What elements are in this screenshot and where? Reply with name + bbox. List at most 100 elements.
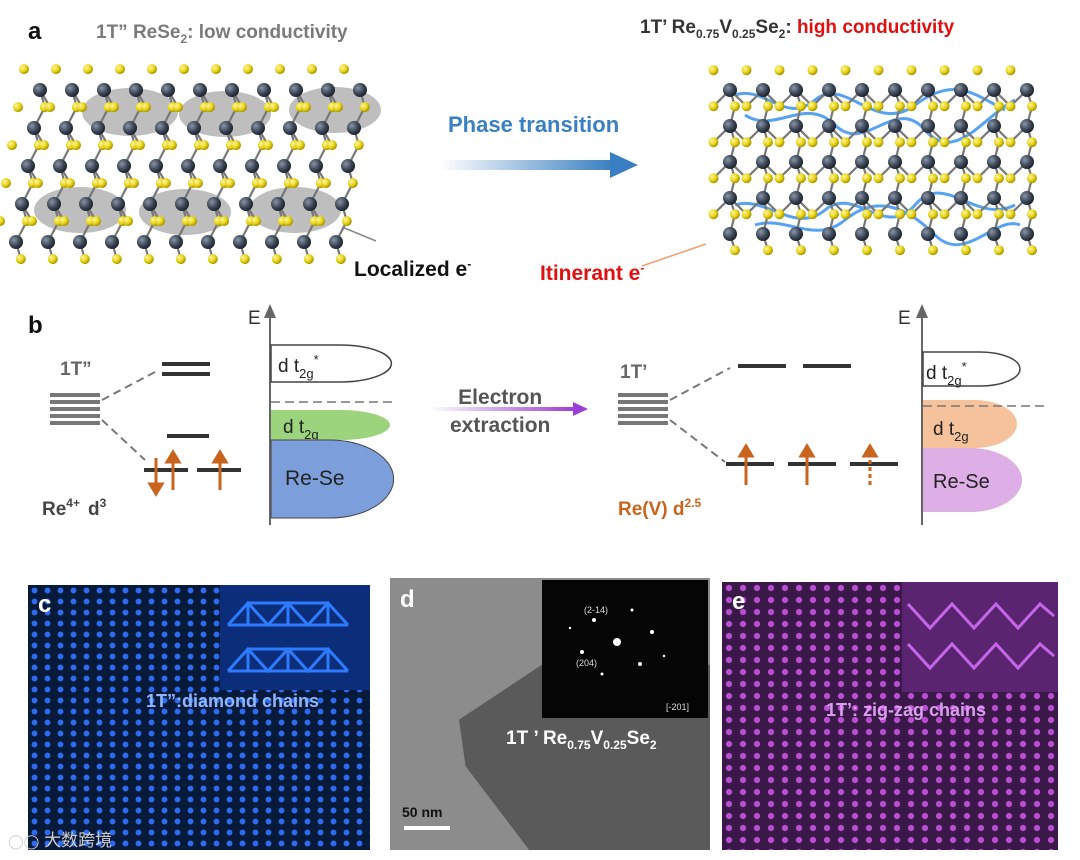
se-atom bbox=[347, 178, 358, 189]
se-atom bbox=[774, 101, 785, 112]
se-atom bbox=[795, 245, 806, 256]
re-atom bbox=[33, 83, 47, 97]
se-atom bbox=[774, 137, 785, 148]
re-atom bbox=[789, 227, 803, 241]
re-atom bbox=[1020, 227, 1034, 241]
se-atom bbox=[708, 209, 719, 220]
se-atom bbox=[33, 178, 43, 189]
localized-electron-label: Localized e- bbox=[354, 257, 472, 281]
se-atom bbox=[321, 178, 331, 189]
left-ion-label: Re4+d3 bbox=[42, 496, 107, 520]
se-atom bbox=[307, 64, 317, 75]
re-atom bbox=[954, 119, 968, 133]
re-atom bbox=[59, 121, 73, 135]
se-atom bbox=[960, 209, 971, 220]
re-atom bbox=[335, 197, 349, 211]
re-atom bbox=[329, 235, 343, 249]
se-atom bbox=[741, 65, 752, 76]
re-atom bbox=[97, 83, 111, 97]
se-atom bbox=[861, 173, 872, 184]
se-atom bbox=[708, 137, 719, 148]
re-atom bbox=[257, 83, 271, 97]
se-atom bbox=[972, 173, 983, 184]
se-atom bbox=[762, 209, 773, 220]
re-atom bbox=[822, 227, 836, 241]
se-atom bbox=[359, 102, 370, 113]
panel-a-left-title: 1T” ReSe2: low conductivity bbox=[96, 22, 348, 46]
re-atom bbox=[855, 227, 869, 241]
se-atom bbox=[729, 101, 740, 112]
se-atom bbox=[828, 137, 839, 148]
se-atom bbox=[1026, 137, 1037, 148]
energy-axis-label-right: E bbox=[898, 308, 911, 329]
se-atom bbox=[774, 65, 785, 76]
se-atom bbox=[19, 64, 29, 75]
se-atom bbox=[179, 64, 189, 75]
re-atom bbox=[207, 197, 221, 211]
se-atom bbox=[939, 209, 950, 220]
se-atom bbox=[0, 216, 5, 227]
re-atom bbox=[723, 83, 737, 97]
re-atom bbox=[79, 197, 93, 211]
re-atom bbox=[921, 227, 935, 241]
re-atom bbox=[888, 227, 902, 241]
re-atom bbox=[9, 235, 23, 249]
se-atom bbox=[1026, 101, 1037, 112]
se-atom bbox=[906, 209, 917, 220]
se-atom bbox=[939, 173, 950, 184]
re-atom bbox=[855, 155, 869, 169]
re-atom bbox=[65, 83, 79, 97]
crystal-1t-prime bbox=[708, 65, 1037, 256]
zigzag-chain-inset bbox=[902, 582, 1058, 692]
re-atom bbox=[921, 119, 935, 133]
re-atom bbox=[789, 119, 803, 133]
re-atom bbox=[137, 235, 151, 249]
re-atom bbox=[315, 121, 329, 135]
se-atom bbox=[283, 216, 293, 227]
re-atom bbox=[723, 191, 737, 205]
re-atom bbox=[309, 159, 323, 173]
se-atom bbox=[972, 101, 983, 112]
se-atom bbox=[239, 254, 250, 265]
re-atom bbox=[175, 197, 189, 211]
se-atom bbox=[353, 140, 364, 151]
panel-e-letter: e bbox=[732, 588, 746, 615]
se-atom bbox=[927, 209, 938, 220]
diamond-chain-inset bbox=[220, 585, 370, 690]
re-atom bbox=[41, 235, 55, 249]
se-atom bbox=[257, 178, 267, 189]
re-atom bbox=[213, 159, 227, 173]
se-atom bbox=[39, 140, 49, 151]
se-atom bbox=[762, 137, 773, 148]
re-atom bbox=[47, 197, 61, 211]
re-atom bbox=[193, 83, 207, 97]
se-atom bbox=[828, 173, 839, 184]
se-atom bbox=[729, 209, 740, 220]
split-levels-right bbox=[726, 364, 898, 466]
se-atom bbox=[927, 245, 938, 256]
se-atom bbox=[741, 209, 752, 220]
se-atom bbox=[211, 64, 221, 75]
scale-bar-label: 50 nm bbox=[402, 804, 443, 820]
re-atom bbox=[987, 227, 1001, 241]
dt2g-left: d t2g bbox=[283, 417, 319, 442]
re-atom bbox=[91, 121, 105, 135]
se-atom bbox=[129, 178, 139, 189]
se-atom bbox=[91, 216, 101, 227]
re-atom bbox=[987, 191, 1001, 205]
re-atom bbox=[822, 83, 836, 97]
se-atom bbox=[741, 101, 752, 112]
re-atom bbox=[822, 119, 836, 133]
se-atom bbox=[927, 137, 938, 148]
saed-inset: (2-14) (204) [-201] bbox=[542, 580, 708, 718]
re-atom bbox=[756, 155, 770, 169]
re-atom bbox=[954, 227, 968, 241]
se-atom bbox=[873, 137, 884, 148]
se-atom bbox=[741, 137, 752, 148]
re-atom bbox=[245, 159, 259, 173]
degenerate-levels-right bbox=[618, 393, 668, 425]
se-atom bbox=[237, 102, 247, 113]
re-atom bbox=[321, 83, 335, 97]
se-atom bbox=[993, 209, 1004, 220]
panel-e-image: e 1T’: zig-zag chains bbox=[722, 582, 1058, 850]
